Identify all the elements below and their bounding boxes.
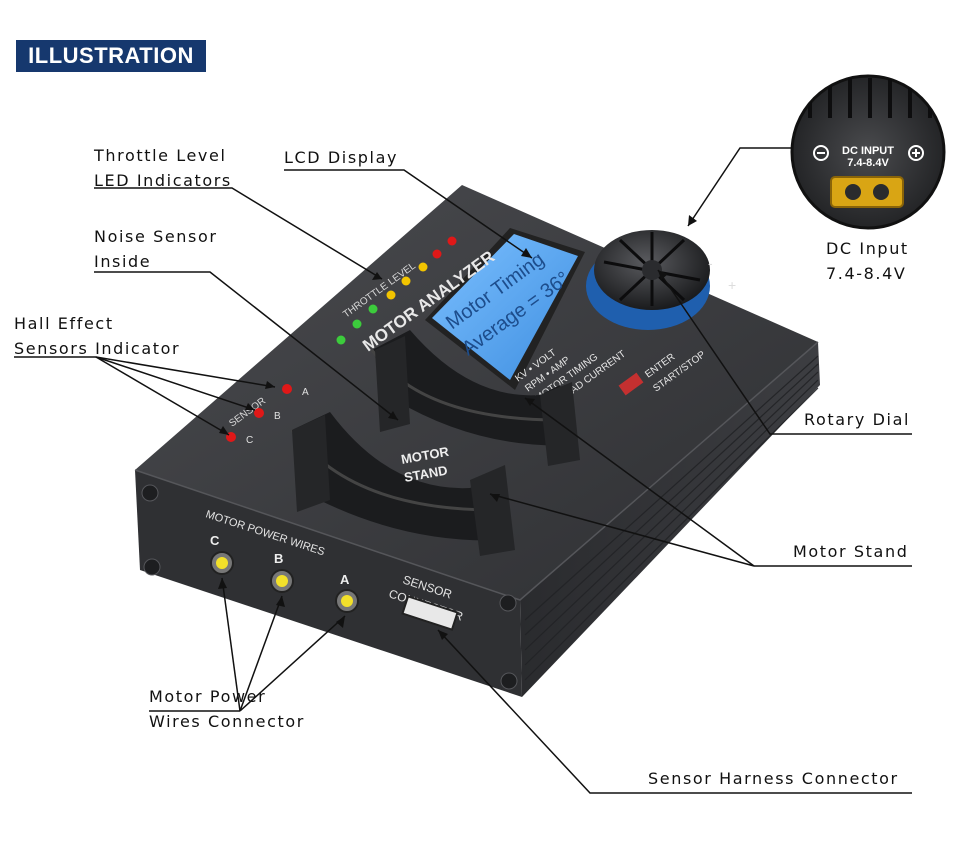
throttle-led-group [336,236,457,345]
callout-noise-line-1: Noise Sensor [94,227,218,246]
dc-input-zoom: DC INPUT 7.4-8.4V [790,74,946,230]
sensor-channel-b: B [274,411,281,422]
dial-minus-mark: - [708,255,713,271]
throttle-led-green-1 [336,335,346,345]
sensor-led-b [254,408,264,418]
wire-label-c: C [210,533,220,548]
throttle-led-red-2 [447,236,457,246]
illustration-badge: ILLUSTRATION [16,40,206,72]
dc-panel-label-1: DC INPUT [842,145,894,157]
callout-leaders [14,147,912,794]
enter-button[interactable] [618,372,644,396]
stand-label-2: STAND [403,463,449,485]
callout-rotary-line: Rotary Dial [804,410,911,429]
xt-connector[interactable] [830,176,904,208]
dc-minus-icon [813,145,829,161]
sensor-connector-port[interactable] [401,595,459,631]
sensor-channel-c: C [246,435,253,446]
callout-dc-line-2: 7.4-8.4V [826,264,907,283]
callout-noise-sensor: Noise Sensor Inside [94,224,218,274]
throttle-led-yellow-2 [401,276,411,286]
sensor-led-a [282,384,292,394]
callout-lcd-display: LCD Display [284,145,398,170]
callout-sensor-harness-line: Sensor Harness Connector [648,769,899,788]
rotary-dial[interactable] [586,230,710,330]
throttle-led-yellow-3 [418,262,428,272]
throttle-led-green-3 [368,304,378,314]
callout-dc-line-1: DC Input [826,239,909,258]
callout-hall-line-1: Hall Effect [14,314,114,333]
callout-throttle-line-1: Throttle Level [94,146,227,165]
motor-wire-connectors: C B A [210,533,359,613]
callout-hall-effect: Hall Effect Sensors Indicator [14,311,180,361]
throttle-led-red-1 [432,249,442,259]
dial-plus-mark: + [728,277,736,293]
callout-sensor-harness: Sensor Harness Connector [648,766,899,791]
callout-hall-line-2: Sensors Indicator [14,339,181,358]
callout-rotary-dial: Rotary Dial [804,407,910,432]
throttle-led-yellow-1 [386,290,396,300]
callout-dc-input: DC Input 7.4-8.4V [826,236,909,286]
callout-motor-wires: Motor Power Wires Connector [149,684,305,734]
callout-motor-stand-line: Motor Stand [793,542,909,561]
callout-motor-wires-line-2: Wires Connector [149,712,305,731]
dc-panel-label-2: 7.4-8.4V [847,157,889,169]
callout-motor-wires-line-1: Motor Power [149,687,267,706]
callout-motor-stand: Motor Stand [793,539,908,564]
sensor-channel-a: A [302,387,309,398]
wire-label-a: A [340,572,350,587]
callout-lcd-line: LCD Display [284,148,399,167]
callout-throttle-line-2: LED Indicators [94,171,232,190]
wire-label-b: B [274,551,283,566]
callout-throttle-led: Throttle Level LED Indicators [94,143,232,193]
callout-noise-line-2: Inside [94,252,152,271]
dc-plus-icon [908,145,924,161]
callout-arrowheads [218,215,697,640]
motor-stand-front[interactable] [290,412,515,556]
throttle-led-green-2 [352,319,362,329]
